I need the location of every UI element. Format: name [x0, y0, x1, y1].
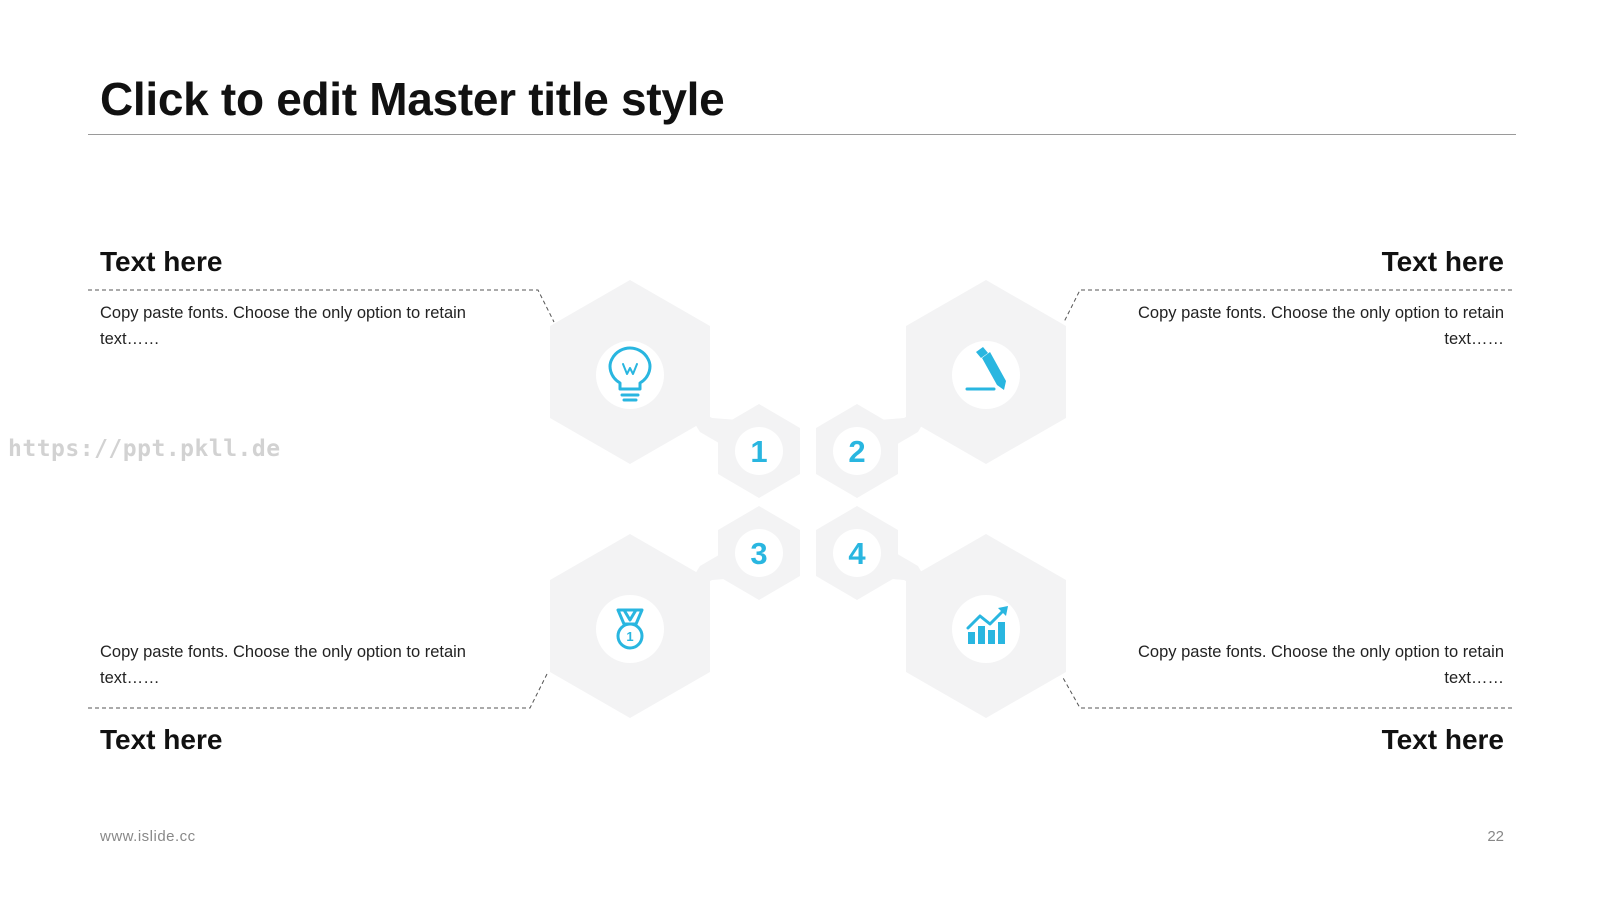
item-3-body[interactable]: Copy paste fonts. Choose the only option… [100, 643, 466, 687]
connector-line-4 [1061, 675, 1512, 709]
step-number-1: 1 [750, 434, 767, 469]
item-2-heading[interactable]: Text here [1381, 246, 1504, 277]
title-divider [88, 134, 1516, 135]
step-number-4: 4 [848, 536, 866, 571]
number-circle-1 [735, 427, 783, 475]
lightbulb-icon [608, 346, 652, 402]
medal-icon: 1 [616, 608, 644, 650]
connector-lines [88, 289, 1512, 709]
footer-url: www.islide.cc [100, 828, 196, 845]
growth-chart-icon [966, 606, 1008, 644]
step-number-3: 3 [750, 536, 767, 571]
number-circle-4 [833, 529, 881, 577]
connector-line-3 [88, 671, 549, 709]
icon-circle-3 [596, 595, 664, 663]
connector-line-1 [88, 289, 555, 323]
number-circle-2 [833, 427, 881, 475]
page-number: 22 [1487, 828, 1504, 845]
item-1-heading[interactable]: Text here [100, 246, 223, 277]
icon-circle-4 [952, 595, 1020, 663]
step-number-2: 2 [848, 434, 865, 469]
number-circle-3 [735, 529, 783, 577]
pencil-icon [965, 347, 1006, 391]
svg-text:1: 1 [626, 629, 633, 644]
item-1-body[interactable]: Copy paste fonts. Choose the only option… [100, 304, 466, 348]
connector-line-2 [1063, 289, 1512, 323]
slide-title[interactable]: Click to edit Master title style [100, 73, 725, 125]
number-circles [735, 427, 881, 577]
item-4-body[interactable]: Copy paste fonts. Choose the only option… [1138, 643, 1504, 687]
item-4-heading[interactable]: Text here [1381, 724, 1504, 755]
icon-circle-2 [952, 341, 1020, 409]
item-2-body[interactable]: Copy paste fonts. Choose the only option… [1138, 304, 1504, 348]
icon-circles [596, 341, 1020, 663]
item-3-heading[interactable]: Text here [100, 724, 223, 755]
watermark: https://ppt.pkll.de [8, 436, 281, 462]
